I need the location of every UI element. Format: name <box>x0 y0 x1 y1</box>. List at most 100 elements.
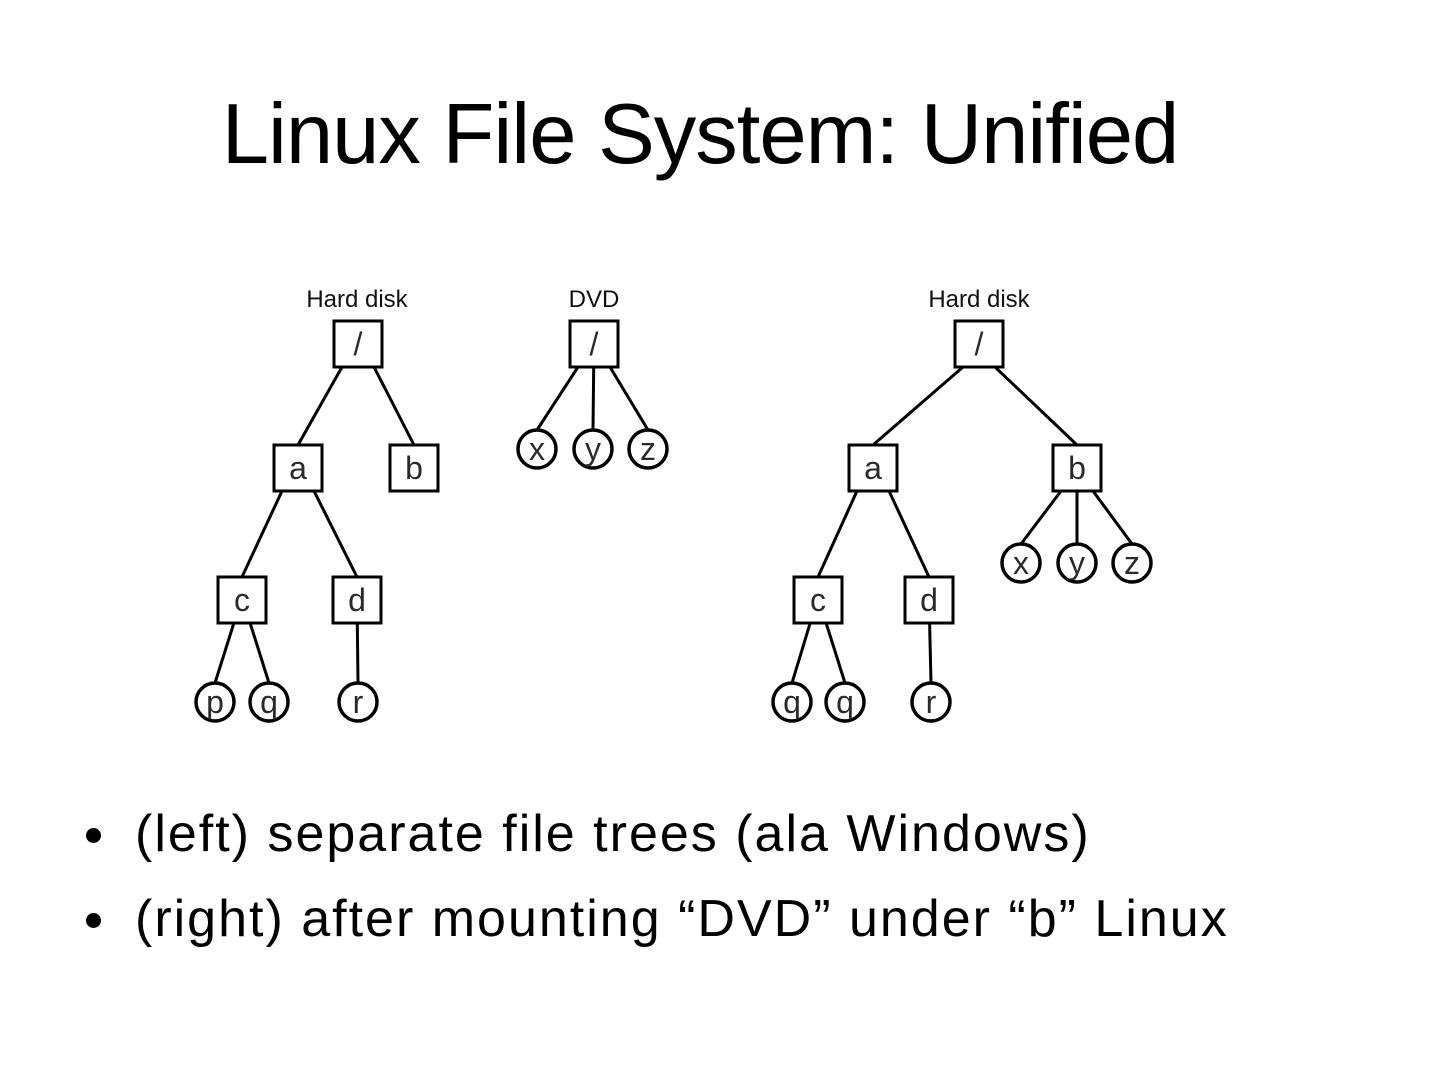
directory-box <box>272 443 324 493</box>
node-label: z <box>1124 545 1140 581</box>
node-right-hard-disk-x: x <box>1000 542 1042 584</box>
node-label: / <box>354 326 363 362</box>
directory-box <box>332 319 384 369</box>
node-label: a <box>864 450 882 486</box>
node-left-hard-disk-c: c <box>216 575 268 625</box>
node-dvd-y: y <box>572 428 614 470</box>
edge-c-p <box>213 622 236 684</box>
node-right-hard-disk-b: b <box>1051 443 1103 493</box>
edge-d-r <box>355 622 360 684</box>
tree-caption-dvd: DVD <box>569 286 620 313</box>
node-label: x <box>1013 545 1029 581</box>
node-label: p <box>206 684 224 720</box>
node-right-hard-disk-root: / <box>953 319 1005 369</box>
directory-box <box>903 575 955 625</box>
node-right-hard-disk-d: d <box>903 575 955 625</box>
file-circle <box>771 681 813 723</box>
edge-a-c <box>240 490 284 578</box>
node-label: q <box>260 684 278 720</box>
node-left-hard-disk-d: d <box>331 575 383 625</box>
file-circle <box>1111 542 1153 584</box>
node-left-hard-disk-r: r <box>337 681 379 723</box>
node-label: y <box>1069 545 1085 581</box>
edge-a-d <box>312 490 359 578</box>
node-right-hard-disk-a: a <box>847 443 899 493</box>
tree-caption-left-hard-disk: Hard disk <box>306 286 408 313</box>
node-label: q <box>836 684 854 720</box>
node-left-hard-disk-root: / <box>332 319 384 369</box>
node-label: / <box>590 326 599 362</box>
node-label: / <box>975 326 984 362</box>
bullet-icon <box>86 913 101 928</box>
directory-box <box>953 319 1005 369</box>
node-label: d <box>348 582 366 618</box>
edge-root-b <box>993 365 1079 447</box>
node-right-hard-disk-z: z <box>1111 542 1153 584</box>
directory-box <box>792 575 844 625</box>
file-circle <box>1000 542 1042 584</box>
bullet-text-right: (right) after mounting “DVD” under “b” L… <box>135 890 1229 948</box>
node-left-hard-disk-a: a <box>272 443 324 493</box>
node-label: b <box>1068 450 1086 486</box>
node-right-hard-disk-q2: q <box>824 681 866 723</box>
node-label: r <box>926 684 937 720</box>
tree-caption-right-hard-disk: Hard disk <box>928 286 1030 313</box>
edge-root-a <box>296 366 344 446</box>
edge-a-d <box>887 490 931 578</box>
bullet-item-left: (left) separate file trees (ala Windows) <box>86 805 1091 865</box>
bullet-icon <box>86 828 101 843</box>
file-circle <box>1056 542 1098 584</box>
node-label: z <box>640 431 656 467</box>
bullet-item-right: (right) after mounting “DVD” under “b” L… <box>86 890 1229 950</box>
node-right-hard-disk-q1: q <box>771 681 813 723</box>
tree-dvd: DVD / x y z <box>516 286 669 470</box>
node-label: b <box>405 450 423 486</box>
edge-root-a <box>872 365 964 447</box>
node-left-hard-disk-p: p <box>194 681 236 723</box>
node-label: y <box>585 431 601 467</box>
node-right-hard-disk-c: c <box>792 575 844 625</box>
edge-root-x <box>535 366 580 431</box>
node-label: r <box>353 684 364 720</box>
edge-root-y <box>591 366 596 431</box>
directory-box <box>847 443 899 493</box>
node-label: c <box>810 582 826 618</box>
file-circle <box>337 681 379 723</box>
edge-c-q <box>248 622 271 684</box>
directory-box <box>568 319 620 369</box>
node-right-hard-disk-r: r <box>910 681 952 723</box>
node-dvd-x: x <box>516 428 558 470</box>
file-circle <box>627 428 669 470</box>
slide-title: Linux File System: Unified <box>221 87 1180 182</box>
node-label: x <box>529 431 545 467</box>
node-right-hard-disk-y: y <box>1056 542 1098 584</box>
edge-b-x <box>1019 490 1063 545</box>
file-circle <box>572 428 614 470</box>
edge-root-b <box>372 366 416 446</box>
file-circle <box>910 681 952 723</box>
directory-box <box>388 443 440 493</box>
node-left-hard-disk-q: q <box>248 681 290 723</box>
bullet-text-left: (left) separate file trees (ala Windows) <box>135 805 1091 863</box>
node-label: q <box>783 684 801 720</box>
directory-box <box>216 575 268 625</box>
edge-root-z <box>608 366 650 431</box>
node-label: c <box>234 582 250 618</box>
file-circle <box>248 681 290 723</box>
file-circle <box>516 428 558 470</box>
directory-box <box>1051 443 1103 493</box>
edge-a-c <box>816 490 859 578</box>
edge-d-r <box>928 622 933 684</box>
file-circle <box>824 681 866 723</box>
directory-box <box>331 575 383 625</box>
edge-c-q2 <box>824 622 847 684</box>
node-label: a <box>289 450 307 486</box>
node-label: d <box>920 582 938 618</box>
node-left-hard-disk-b: b <box>388 443 440 493</box>
edge-c-q1 <box>790 622 812 684</box>
file-circle <box>194 681 236 723</box>
